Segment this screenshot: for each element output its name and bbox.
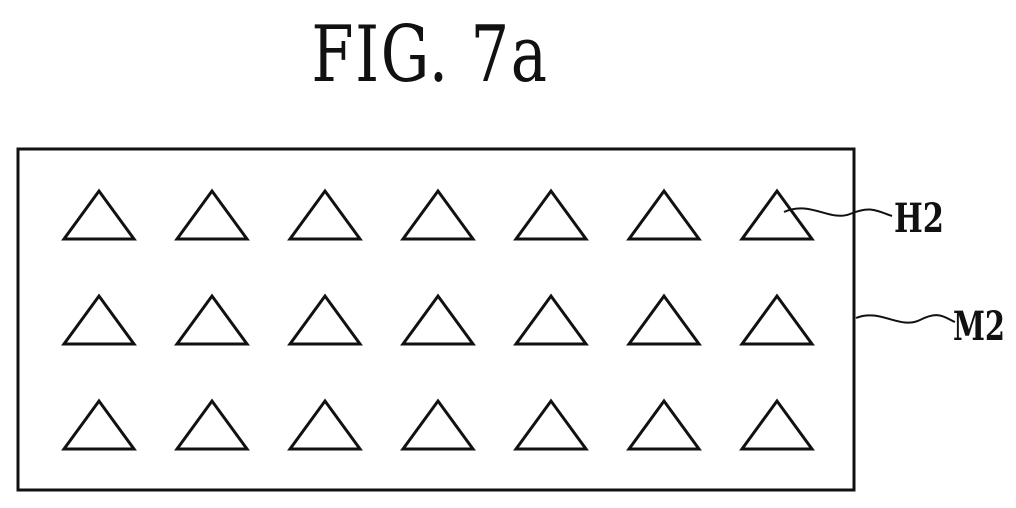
hole-triangle bbox=[742, 191, 812, 239]
hole-triangle bbox=[64, 296, 134, 344]
leader-line-h2 bbox=[784, 208, 892, 216]
label-m2: M2 bbox=[953, 303, 1005, 350]
hole-triangle bbox=[290, 296, 360, 344]
hole-triangle bbox=[516, 401, 586, 449]
hole-triangle bbox=[403, 296, 473, 344]
hole-triangle bbox=[742, 296, 812, 344]
hole-triangle bbox=[177, 296, 247, 344]
hole-triangle bbox=[177, 191, 247, 239]
hole-triangle bbox=[290, 401, 360, 449]
triangle-grid bbox=[64, 191, 812, 449]
label-h2: H2 bbox=[894, 195, 944, 242]
hole-triangle bbox=[64, 191, 134, 239]
hole-triangle bbox=[629, 401, 699, 449]
leader-line-m2 bbox=[856, 315, 955, 323]
hole-triangle bbox=[177, 401, 247, 449]
hole-triangle bbox=[742, 401, 812, 449]
hole-triangle bbox=[64, 401, 134, 449]
mask-m2 bbox=[18, 149, 854, 490]
hole-triangle bbox=[403, 191, 473, 239]
hole-triangle bbox=[629, 191, 699, 239]
hole-triangle bbox=[290, 191, 360, 239]
hole-triangle bbox=[629, 296, 699, 344]
hole-triangle bbox=[403, 401, 473, 449]
hole-triangle bbox=[516, 191, 586, 239]
hole-triangle bbox=[516, 296, 586, 344]
